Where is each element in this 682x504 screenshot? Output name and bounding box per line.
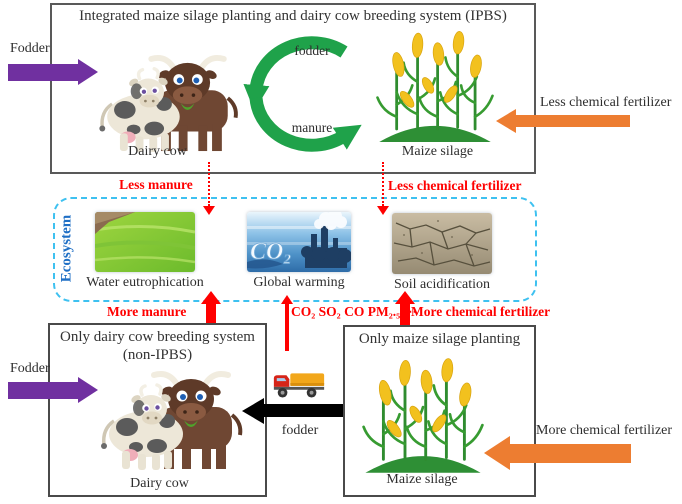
transport-fodder-label: fodder — [281, 423, 319, 438]
maize-illustration-bottom — [362, 356, 484, 475]
fodder-arrow-top-shaft — [8, 64, 78, 81]
fodder-arrow-top-head — [78, 59, 98, 85]
less-manure-arrow-head — [203, 206, 215, 215]
less-chem-arrow-head-mid — [377, 206, 389, 215]
non-ipbs-title-line2: (non-IPBS) — [122, 347, 193, 363]
less-chem-arrow-head — [496, 109, 516, 133]
less-chem-arrow-shaft — [516, 115, 630, 127]
less-manure-dotted-arrow — [208, 162, 210, 206]
global-warming-caption: Global warming — [253, 275, 345, 290]
maize-caption-bottom: Maize silage — [386, 472, 458, 487]
cycle-manure-label: manure — [291, 120, 333, 135]
smokestack-silhouette — [301, 226, 351, 268]
less-chem-fert-label-top: Less chemical fertilizer — [540, 95, 672, 110]
fodder-input-label-bottom: Fodder — [10, 361, 50, 376]
more-chem-bottom-arrow-shaft — [510, 444, 631, 463]
more-chem-arrow-head — [395, 291, 415, 304]
cycle-fodder-label: fodder — [294, 43, 330, 58]
smoke-plume — [314, 212, 347, 230]
soil-acidification-caption: Soil acidification — [393, 277, 491, 292]
less-chem-dotted-arrow — [382, 162, 384, 206]
ecosystem-label: Ecosystem — [58, 214, 75, 283]
ecosystem-box — [53, 197, 537, 302]
co2-overlay-text: CO₂ — [250, 239, 292, 265]
soil-acidification-image — [392, 213, 492, 274]
more-manure-arrow-shaft — [206, 304, 216, 323]
dairy-cow-illustration-bottom — [94, 371, 244, 471]
maize-only-title: Only maize silage planting — [358, 331, 521, 347]
fodder-input-label-top: Fodder — [10, 41, 50, 56]
more-chem-fert-label-bottom: More chemical fertilizer — [536, 423, 673, 438]
more-chem-mid-label: More chemical fertilizer — [411, 304, 551, 319]
water-eutrophication-image — [95, 212, 195, 272]
emissions-arrow-shaft — [285, 304, 289, 351]
more-chem-bottom-arrow-head — [484, 436, 510, 470]
global-warming-image: CO₂ — [247, 212, 351, 272]
less-chem-mid-label: Less chemical fertilizer — [388, 178, 522, 193]
maize-illustration-top — [376, 29, 494, 144]
non-ipbs-title-line1: Only dairy cow breeding system — [60, 329, 255, 345]
truck-icon — [273, 373, 325, 398]
less-manure-label: Less manure — [119, 177, 193, 192]
transport-arrow-head — [242, 398, 264, 424]
ipbs-title: Integrated maize silage planting and dai… — [79, 8, 507, 24]
dairy-cow-caption-bottom: Dairy cow — [130, 476, 189, 491]
dairy-cow-caption-top: Dairy cow — [128, 144, 187, 159]
fodder-manure-cycle-icon — [243, 36, 362, 152]
water-eutrophication-caption: Water eutrophication — [86, 275, 204, 290]
transport-arrow-shaft — [264, 404, 359, 417]
dairy-cow-illustration-top — [92, 55, 240, 153]
maize-caption-top: Maize silage — [401, 144, 474, 159]
emissions-label: CO₂ SO₂ CO PM₂.₅ ⋯ — [291, 304, 418, 319]
fodder-arrow-bottom-head — [78, 377, 98, 403]
more-manure-label: More manure — [107, 304, 187, 319]
more-chem-arrow-shaft — [400, 304, 410, 325]
more-manure-arrow-head — [201, 291, 221, 304]
fodder-arrow-bottom-shaft — [8, 382, 78, 399]
emissions-arrow-head — [281, 295, 293, 304]
